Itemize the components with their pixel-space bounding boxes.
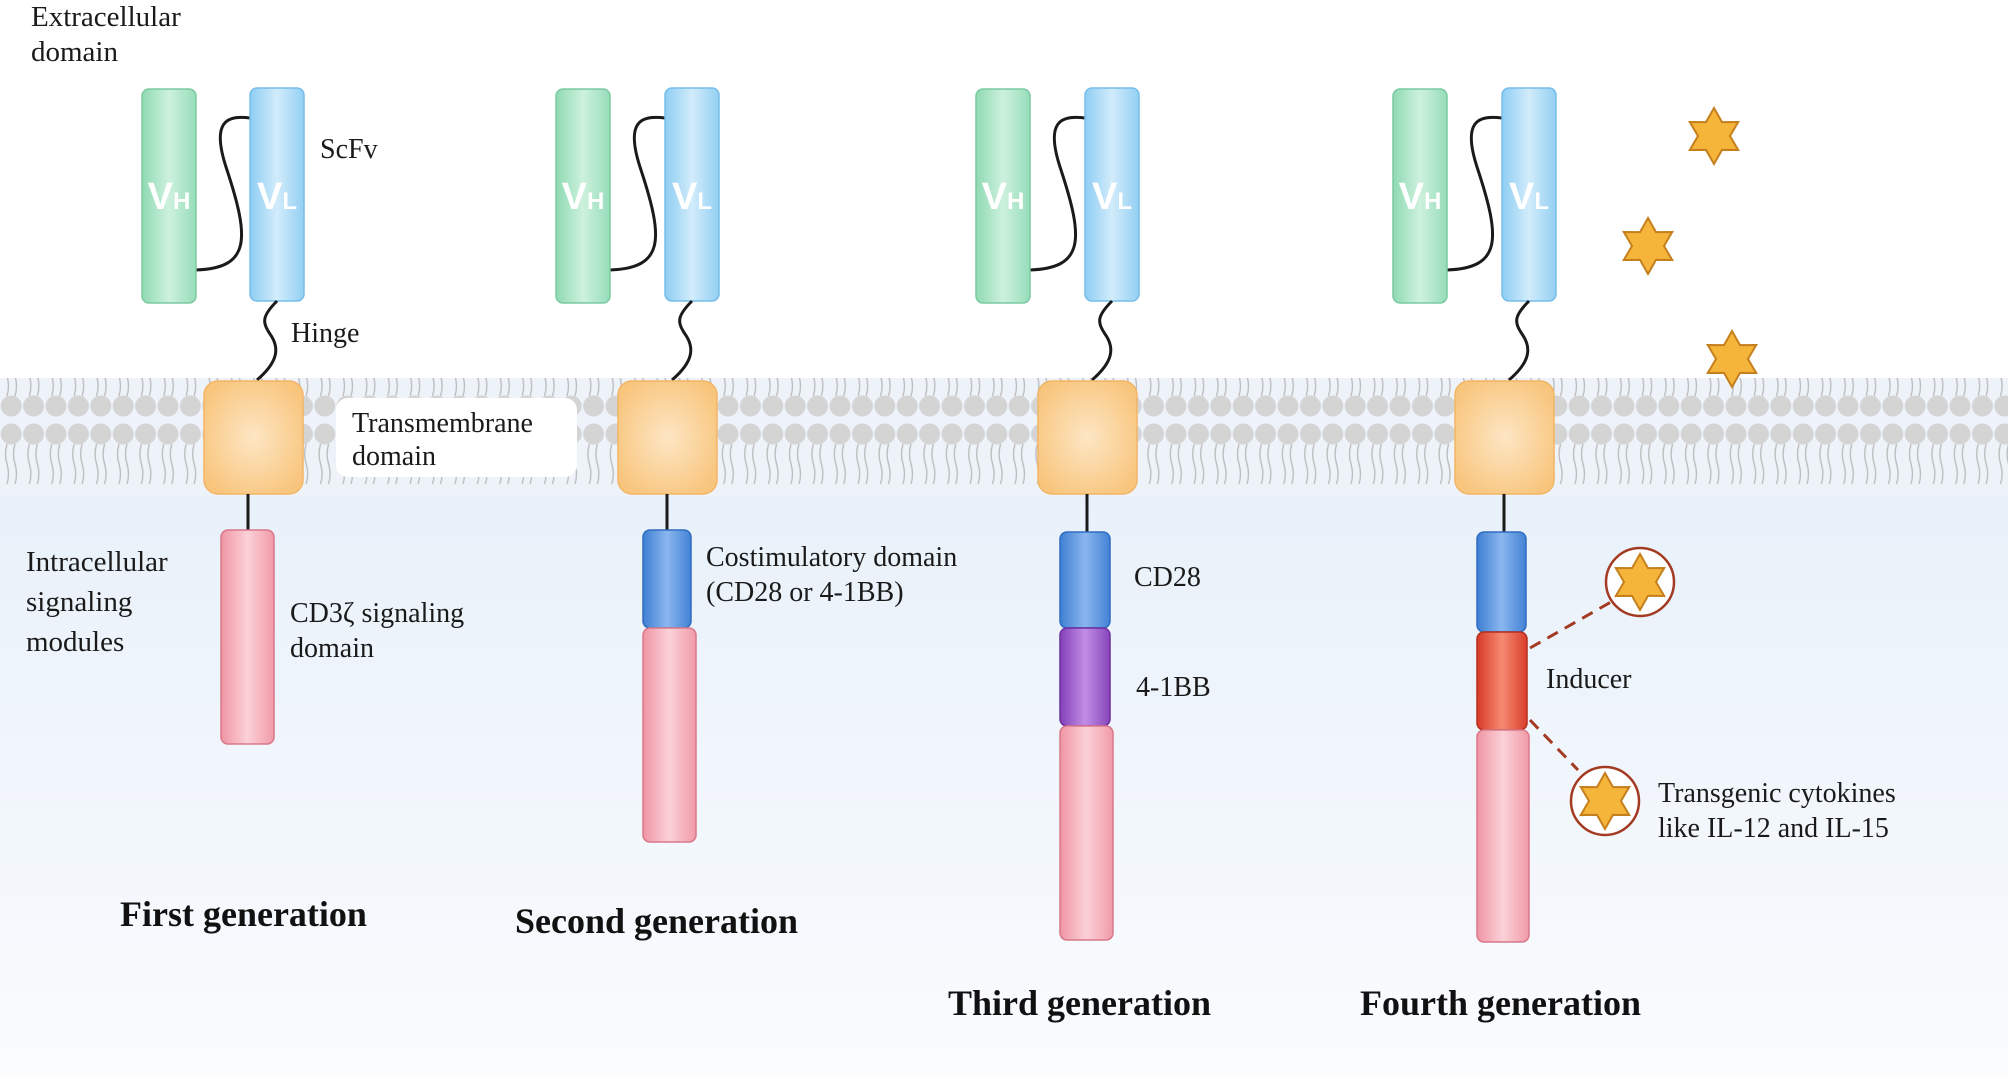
first-generation-car: VH VL (141, 87, 305, 745)
first-generation-title: First generation (120, 894, 367, 934)
vh-domain (1392, 88, 1448, 304)
transgenic-cytokines-label: Transgenic cytokines like IL-12 and IL-1… (1658, 778, 1896, 844)
second-generation-car: VH VL (555, 87, 720, 843)
cytokine-star-icon (1614, 551, 1666, 613)
scfv-linker (195, 115, 251, 272)
transmembrane-domain-label: Transmembrane domain (336, 398, 577, 477)
costimulatory-domain (1476, 531, 1527, 633)
cd3z-domain-label: CD3ζ signaling domain (290, 598, 465, 664)
vh-label: VH (562, 176, 605, 218)
lipid-bilayer (0, 378, 2008, 496)
hinge-linker (671, 299, 694, 382)
hinge-linker (1091, 299, 1114, 382)
transmembrane-block (617, 380, 718, 495)
fourth-generation-car: VH VL (1392, 87, 1612, 943)
transmembrane-block (203, 380, 304, 495)
cd3z-domain (220, 529, 275, 745)
hinge-label: Hinge (291, 318, 360, 349)
scfv-linker (609, 115, 666, 272)
vl-label: VL (1092, 176, 1132, 218)
extracellular-domain-label: Extracellular domain (31, 1, 181, 68)
vh-domain (555, 88, 611, 304)
intracellular-modules-label: Intracellular signaling modules (26, 546, 168, 658)
scfv-linker (1446, 115, 1503, 272)
cd3z-domain (1059, 725, 1114, 941)
hinge-linker (256, 299, 279, 382)
four-1bb-label: 4-1BB (1136, 672, 1211, 703)
vh-domain (141, 88, 197, 304)
cytokine-star-icon (1622, 215, 1674, 277)
cytokine-star-icon (1706, 328, 1758, 390)
inducer-link-bottom (1528, 718, 1580, 772)
costimulatory-domain (642, 529, 692, 629)
third-generation-car: VH VL (975, 87, 1140, 941)
vh-label: VH (982, 176, 1025, 218)
scfv-linker (1029, 115, 1086, 272)
cytokine-star-icon (1688, 105, 1740, 167)
scfv-label: ScFv (320, 134, 378, 165)
cd28-domain (1059, 531, 1111, 629)
transmembrane-block (1037, 380, 1138, 495)
vh-label: VH (1399, 176, 1442, 218)
hinge-linker (1508, 299, 1531, 382)
vh-label: VH (148, 176, 191, 218)
cytoplasm-region (0, 420, 2008, 1076)
inducer-label: Inducer (1546, 664, 1632, 695)
cytokine-stars (1569, 105, 1758, 837)
second-generation-title: Second generation (515, 901, 798, 941)
vl-label: VL (672, 176, 712, 218)
cd3z-domain (642, 627, 697, 843)
fourth-generation-title: Fourth generation (1360, 983, 1641, 1023)
costimulatory-domain-label: Costimulatory domain (CD28 or 4-1BB) (706, 542, 958, 608)
inducer-link-top (1529, 600, 1612, 650)
vh-domain (975, 88, 1031, 304)
third-generation-title: Third generation (948, 983, 1212, 1023)
four-1bb-domain (1059, 627, 1111, 727)
cd3z-domain (1476, 729, 1530, 943)
vl-label: VL (1509, 176, 1549, 218)
transmembrane-block (1454, 380, 1555, 495)
vl-label: VL (257, 176, 297, 218)
cytokine-star-icon (1579, 770, 1631, 832)
cd28-label: CD28 (1134, 562, 1201, 593)
inducer-domain (1476, 631, 1528, 731)
